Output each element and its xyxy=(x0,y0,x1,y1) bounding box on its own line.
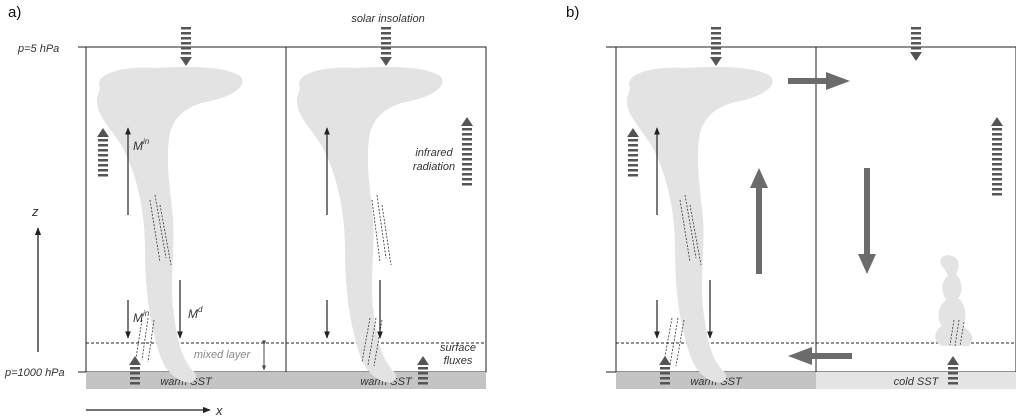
solar-label: solar insolation xyxy=(351,13,424,25)
p-bottom-label: p=1000 hPa xyxy=(4,367,65,379)
rain-streaks-b1 xyxy=(663,194,702,367)
surface-flux-arrow-icon xyxy=(947,356,959,385)
solar-dashed-arrow-icon xyxy=(380,27,392,66)
circulation-arrow-icon xyxy=(858,168,876,274)
mixed-layer-label: mixed layer xyxy=(194,349,252,361)
shallow-cloud-b2 xyxy=(935,255,973,346)
rain-streaks-a2 xyxy=(361,194,392,367)
solar-dashed-arrow-icon xyxy=(180,27,192,66)
z-axis-label: z xyxy=(31,204,39,219)
convective-cloud-a1 xyxy=(96,66,243,383)
m-in-lower-label: Min xyxy=(133,309,150,325)
infrared-dashed-arrow-icon xyxy=(991,117,1003,196)
panel-a-label: a) xyxy=(8,4,21,21)
surface-flux-arrow-icon xyxy=(659,356,671,385)
surface-label-1: surface xyxy=(440,342,476,354)
infrared-dashed-arrow-icon xyxy=(97,128,109,177)
infrared-label-2: radiation xyxy=(413,161,455,173)
circulation-arrow-icon xyxy=(788,72,850,90)
surface-label-2: fluxes xyxy=(444,355,473,367)
infrared-label-1: infrared xyxy=(415,147,453,159)
circulation-arrow-icon xyxy=(750,168,768,274)
rain-streaks-a1 xyxy=(135,194,172,363)
panel-b-label: b) xyxy=(566,4,579,21)
infrared-dashed-arrow-icon xyxy=(461,117,473,186)
solar-dashed-arrow-icon xyxy=(710,27,722,66)
surface-flux-arrow-icon xyxy=(129,356,141,385)
x-axis-label: x xyxy=(215,403,223,418)
circulation-arrow-icon xyxy=(788,347,852,365)
sst-label-b2: cold SST xyxy=(894,376,940,388)
surface-flux-arrow-icon xyxy=(417,356,429,385)
solar-dashed-arrow-icon xyxy=(910,27,922,61)
infrared-dashed-arrow-icon xyxy=(627,128,639,177)
convective-cloud-b1 xyxy=(626,66,773,383)
p-top-label: p=5 hPa xyxy=(17,43,59,55)
convective-cloud-a2 xyxy=(296,66,443,383)
cold-sst-bar-b2 xyxy=(816,372,1016,389)
m-d-label: Md xyxy=(188,305,203,321)
rain-streaks-b2 xyxy=(949,319,965,347)
m-in-upper-label: Min xyxy=(133,137,150,153)
